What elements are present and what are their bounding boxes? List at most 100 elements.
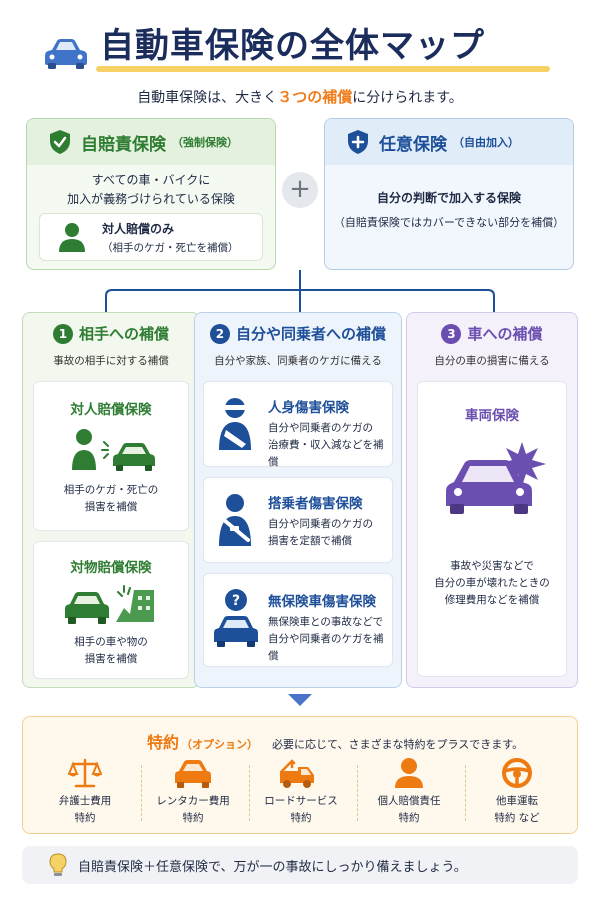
jibai-desc-line2: 加入が義務づけられている保険 [67,192,235,206]
scale-icon [68,758,102,788]
connector-lines [105,270,495,314]
car-icon [45,39,87,69]
shield-plus-icon [348,130,368,154]
card-muhoken-line1: 無保険車との事故などで [268,616,384,628]
card-taijin-text: 相手のケガ・死亡の 損害を補償 [34,482,188,516]
option-lawyer-label: 弁護士費用 特約 [37,793,133,827]
option-other-car-line1: 他車運転 [496,795,538,807]
page-subtitle: 自動車保険は、大きく３つの補償に分けられます。 [0,86,600,107]
column2-header: 2 自分や同乗者への補償 [195,323,401,344]
option-personal-line2: 特約 [398,812,420,824]
card-tojosha-title: 搭乗者傷害保険 [268,496,363,512]
column3-subtitle: 自分の車の損害に備える [434,355,550,367]
option-road-line2: 特約 [290,812,312,824]
card-taibutsu-line2: 損害を補償 [84,653,138,665]
property-damage-icon [65,585,154,624]
column3-title: 車への補償 [467,325,543,343]
option-lawyer-line1: 弁護士費用 [58,795,112,807]
card-sharyo-line2: 自分の車が壊れたときの [434,577,550,589]
column1-subtitle: 事故の相手に対する補償 [53,355,169,367]
jibai-header: 自賠責保険 （強制保険） [27,119,275,165]
option-divider [357,765,358,821]
card-muhoken-line2: 自分や同乗者のケガを補償 [268,633,384,662]
option-divider [465,765,466,821]
jibai-inner-title: 対人賠償のみ [102,221,175,236]
jibai-title: 自賠責保険 [81,134,166,155]
column1-header: 1 相手への補償 [23,323,199,344]
column2-subtitle: 自分や家族、同乗者のケガに備える [214,355,382,367]
card-jinshin-line1: 自分や同乗者のケガの [268,422,373,434]
card-jinshin-line2: 治療費・収入減などを補償 [268,439,384,468]
column-opponent: 1 相手への補償 事故の相手に対する補償 対人賠償保険 相手のケガ・死亡の 損害… [22,312,200,688]
card-sharyo-title: 車両保険 [465,408,519,424]
card-taijin: 対人賠償保険 相手のケガ・死亡の 損害を補償 [33,381,189,531]
card-tojosha-line2: 損害を定額で補償 [268,535,352,547]
options-header: 特約 （オプション） 必要に応じて、さまざまな特約をプラスできます。 [147,729,523,753]
subtitle-post: に分けられます。 [352,90,463,106]
shield-check-icon [50,130,70,154]
plus-icon: + [282,172,318,208]
tow-truck-icon [280,759,314,788]
nini-desc-line2: （自賠責保険ではカバーできない部分を補償） [333,216,565,229]
card-taibutsu: 対物賠償保険 相手の車や物の 損害を補償 [33,541,189,679]
card-sharyo: 車両保険 事故や災害などで 自分の車が壊れたときの 修理費用などを補償 [417,381,567,677]
column2-title: 自分や同乗者への補償 [235,325,386,343]
card-muhoken: ? 無保険車傷害保険 無保険車との事故などで 自分や同乗者のケガを補償 [203,573,393,667]
card-sharyo-line1: 事故や災害などで [450,560,534,572]
option-personal: 個人賠償責任 特約 [361,757,457,827]
option-other-car-line2: 特約 など [494,812,540,824]
card-muhoken-title: 無保険車傷害保険 [268,594,376,610]
subtitle-highlight: ３つの補償 [277,88,353,106]
card-taijin-line1: 相手のケガ・死亡の [63,484,159,496]
footer-text: 自賠責保険＋任意保険で、万が一の事故にしっかり備えましょう。 [78,859,467,875]
option-lawyer: 弁護士費用 特約 [37,757,133,827]
lightbulb-icon [49,853,67,876]
nini-box: 任意保険 （自由加入） 自分の判断で加入する保険 （自賠責保険ではカバーできない… [324,118,574,270]
nini-header: 任意保険 （自由加入） [325,119,573,165]
card-taijin-title: 対人賠償保険 [70,402,152,418]
nini-desc-line1: 自分の判断で加入する保険 [376,191,521,205]
column3-number: 3 [441,323,462,344]
steering-wheel-icon [502,758,532,788]
jibai-desc-line1: すべての車・バイクに [91,173,211,187]
card-jinshin-text: 自分や同乗者のケガの 治療費・収入減などを補償 [268,420,392,471]
column-self: 2 自分や同乗者への補償 自分や家族、同乗者のケガに備える 人身傷害保険 自分や… [194,312,402,688]
column1-number: 1 [52,323,73,344]
column2-number: 2 [209,323,230,344]
page-title: 自動車保険の全体マップ [100,26,485,66]
nini-tag: （自由加入） [453,136,519,149]
card-taibutsu-title: 対物賠償保険 [70,560,152,576]
card-taibutsu-line1: 相手の車や物の [74,636,148,648]
card-jinshin-title: 人身傷害保険 [268,400,349,416]
uninsured-car-icon: ? [214,589,258,647]
option-rental-line2: 特約 [182,812,204,824]
option-personal-label: 個人賠償責任 特約 [361,793,457,827]
option-road-label: ロードサービス 特約 [253,793,349,827]
svg-text:?: ? [232,593,240,609]
person-icon [395,758,423,788]
card-taibutsu-text: 相手の車や物の 損害を補償 [34,634,188,668]
option-other-car-label: 他車運転 特約 など [469,793,565,827]
rental-car-icon [175,760,211,788]
person-icon [59,223,85,252]
injury-collision-icon [72,429,155,471]
card-sharyo-text: 事故や災害などで 自分の車が壊れたときの 修理費用などを補償 [418,558,566,609]
arrow-down-icon [288,694,312,706]
nini-title: 任意保険 [379,134,447,155]
jibai-description: すべての車・バイクに 加入が義務づけられている保険 [27,171,275,209]
title-underline [96,66,550,72]
card-sharyo-line3: 修理費用などを補償 [444,594,540,606]
jibai-tag: （強制保険） [172,136,238,149]
option-other-car: 他車運転 特約 など [469,757,565,827]
option-lawyer-line2: 特約 [74,812,96,824]
option-rental: レンタカー費用 特約 [145,757,241,827]
option-divider [249,765,250,821]
damaged-car-icon [446,442,546,514]
card-taijin-line2: 損害を補償 [84,501,138,513]
card-tojosha-line1: 自分や同乗者のケガの [268,518,373,530]
injured-person-icon [219,398,251,450]
footer-tip: 自賠責保険＋任意保険で、万が一の事故にしっかり備えましょう。 [22,846,578,884]
options-box: 特約 （オプション） 必要に応じて、さまざまな特約をプラスできます。 弁護士費用… [22,716,578,834]
option-rental-line1: レンタカー費用 [156,795,230,807]
options-description: 必要に応じて、さまざまな特約をプラスできます。 [272,738,524,751]
